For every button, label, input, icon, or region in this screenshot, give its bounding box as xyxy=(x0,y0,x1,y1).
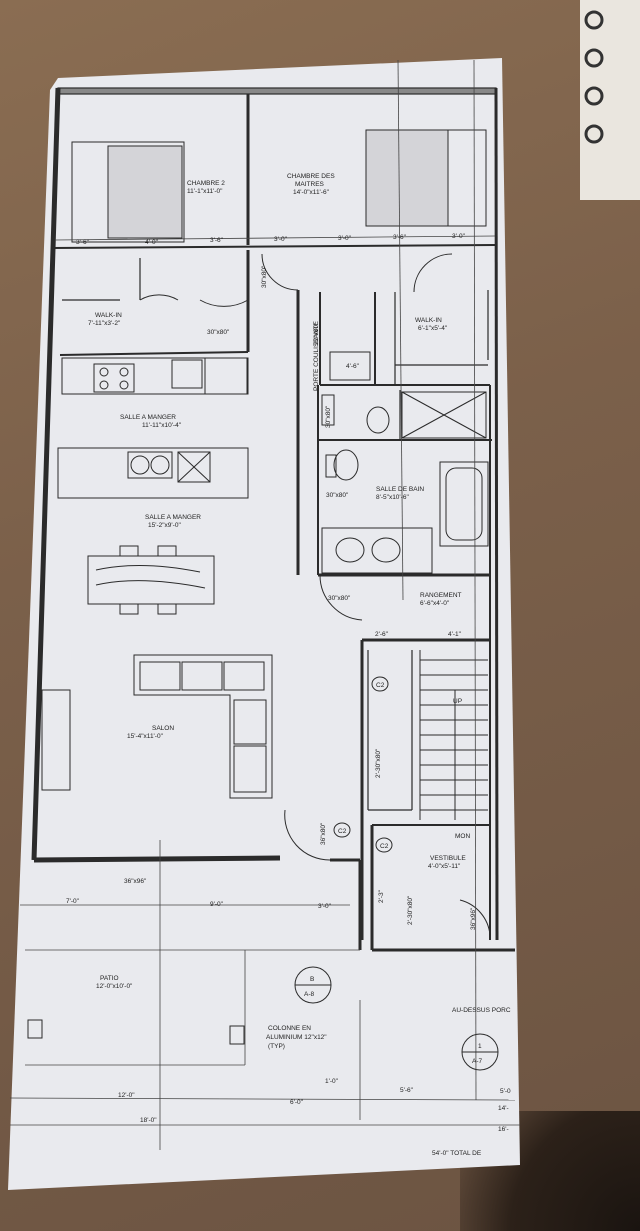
kitchen-counter xyxy=(61,357,249,395)
door-label-8: 36"x96" xyxy=(470,907,477,930)
dining-table xyxy=(87,545,215,615)
dim-top-4: 3'-0" xyxy=(274,236,288,243)
dim-top-7: 3'-0" xyxy=(452,233,466,240)
column-right xyxy=(229,1025,245,1045)
section-marker-b xyxy=(294,966,332,1004)
room-salle-manger-dim: 15'-2"x9'-0" xyxy=(148,522,181,529)
room-patio-dim: 12'-0"x10'-0" xyxy=(96,983,133,990)
fireplace xyxy=(41,689,71,791)
room-walkin-l: WALK-IN xyxy=(95,312,122,319)
room-rangement: RANGEMENT xyxy=(420,592,462,599)
beds xyxy=(71,129,487,243)
column-note-1: COLONNE EN xyxy=(268,1025,311,1032)
room-walkin-r: WALK-IN xyxy=(415,317,442,324)
room-walkin-r-dim: 6'-1"x5'-4" xyxy=(418,325,448,332)
dim-5: 5'-0 xyxy=(500,1088,511,1095)
dim-12: 12'-0" xyxy=(118,1092,135,1099)
dimension-lines xyxy=(9,59,520,1150)
dim-top-2: 4'-0" xyxy=(145,239,159,246)
sofa xyxy=(133,654,273,799)
room-cuisine-dim: 11'-11"x10'-4" xyxy=(142,422,182,429)
dim-18: 18'-0" xyxy=(140,1117,157,1124)
room-cuisine: SALLE A MANGER xyxy=(120,414,176,421)
kitchen-island xyxy=(57,447,249,499)
room-salle-manger: SALLE A MANGER xyxy=(145,514,201,521)
walls xyxy=(31,87,515,952)
room-vestibule: VESTIBULE xyxy=(430,855,466,862)
dim-bottom-9: 9'-0" xyxy=(210,901,224,908)
section-1-ref: A-7 xyxy=(472,1058,483,1065)
dim-top-6: 3'-6" xyxy=(393,234,407,241)
room-vestibule-dim: 4'-0"x5'-11" xyxy=(428,863,461,870)
column-left xyxy=(27,1019,43,1039)
room-bain-dim: 8'-5"x10'-6" xyxy=(376,494,409,501)
door-label-5: 30"x80" xyxy=(261,265,268,288)
dim-bottom-7: 7'-0" xyxy=(66,898,80,905)
room-salon: SALON xyxy=(152,725,174,732)
dim-4-1: 4'-1" xyxy=(448,631,462,638)
room-chambre2: CHAMBRE 2 xyxy=(187,180,225,187)
porte-dim: 32"x80" xyxy=(313,322,320,345)
dim-6: 6'-0" xyxy=(290,1099,304,1106)
door-label-6: 36"x80" xyxy=(320,822,327,845)
door-label-2: 30"x80" xyxy=(328,595,351,602)
callout-c2-a: C2 xyxy=(376,682,385,689)
dim-4-6: 4'-6" xyxy=(346,363,360,370)
section-1-label: 1 xyxy=(478,1043,482,1050)
column-note-2: ALUMINIUM 12"x12" xyxy=(266,1034,327,1041)
callout-c2-c: C2 xyxy=(380,843,389,850)
porte-coulissante: PORTE COULISSANTE xyxy=(313,320,320,391)
dim-2-6: 2'-6" xyxy=(375,631,389,638)
dim-bottom-3: 3'-0" xyxy=(318,903,332,910)
room-patio: PATIO xyxy=(100,975,119,982)
room-rangement-dim: 6'-6"x4'-0" xyxy=(420,600,450,607)
stairs xyxy=(419,650,488,820)
dim-16: 16'- xyxy=(498,1126,509,1133)
room-walkin-l-dim: 7'-11"x3'-2" xyxy=(88,320,121,327)
stair-up: UP xyxy=(453,698,462,705)
dim-5-6: 5'-6" xyxy=(400,1087,414,1094)
room-salon-dim: 15'-4"x11'-0" xyxy=(127,733,164,740)
dim-top-5: 3'-0" xyxy=(338,235,352,242)
dim-14: 14'- xyxy=(498,1105,509,1112)
paper xyxy=(8,58,520,1190)
room-chambre2-dim: 11'-1"x11'-0" xyxy=(187,188,223,195)
closet-label-2: 2'-30"x80" xyxy=(407,895,414,925)
bath-fixtures xyxy=(321,351,489,574)
room-bain: SALLE DE BAIN xyxy=(376,486,424,493)
dim-top-3: 3'-6" xyxy=(210,237,224,244)
door-label-3: 30"x80" xyxy=(326,492,349,499)
closet-label: 2'-30"x80" xyxy=(375,748,382,778)
door-swings xyxy=(139,253,491,936)
room-maitres-dim: 14'-0"x11'-6" xyxy=(293,189,330,196)
door-label-4: 30"x80" xyxy=(325,405,332,428)
callout-c2-b: C2 xyxy=(338,828,347,835)
notebook-spiral xyxy=(580,0,640,200)
au-dessus-note: AU-DESSUS PORC xyxy=(452,1007,511,1014)
dim-total: 54'-0" TOTAL DE xyxy=(432,1150,482,1157)
column-note-3: (TYP) xyxy=(268,1043,285,1050)
section-b-label: B xyxy=(310,976,314,983)
room-maitres-2: MAITRES xyxy=(295,181,325,188)
room-maitres-1: CHAMBRE DES xyxy=(287,173,335,180)
door-label-window: 36"x96" xyxy=(124,878,147,885)
section-marker-1 xyxy=(461,1033,499,1071)
dim-1: 1'-0" xyxy=(325,1078,339,1085)
section-b-ref: A-8 xyxy=(304,991,315,998)
stair-mon: MON xyxy=(455,833,470,840)
dim-2-3: 2'-3" xyxy=(378,889,385,903)
door-label-1: 30"x80" xyxy=(207,329,230,336)
dim-top-1: 3'-6" xyxy=(76,239,90,246)
callout-circles xyxy=(333,676,393,853)
